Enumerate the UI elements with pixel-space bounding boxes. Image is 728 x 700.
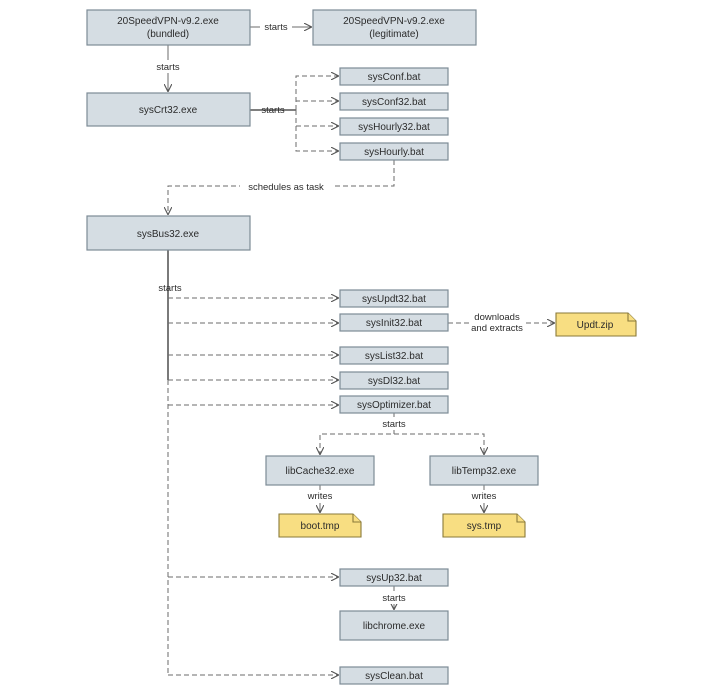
node-syscrt32-label: sysCrt32.exe: [139, 105, 198, 116]
node-sysupdt32-label: sysUpdt32.bat: [362, 294, 426, 305]
node-sysconf: sysConf.bat: [339, 67, 449, 86]
node-boot-tmp-label: boot.tmp: [301, 521, 340, 532]
node-vpn-bundled-tag: (bundled): [147, 29, 189, 40]
node-sysconf-label: sysConf.bat: [368, 72, 421, 83]
node-sysdl32-label: sysDl32.bat: [368, 376, 420, 387]
node-sysclean-label: sysClean.bat: [365, 671, 423, 682]
label-and-extracts: and extracts: [471, 323, 523, 334]
node-sysoptimizer-label: sysOptimizer.bat: [357, 400, 431, 411]
label-starts-4: starts: [158, 283, 181, 294]
label-writes-2: writes: [471, 491, 497, 502]
node-sysbus32-label: sysBus32.exe: [137, 229, 200, 240]
node-libtemp32-label: libTemp32.exe: [452, 466, 517, 477]
node-sysconf32-label: sysConf32.bat: [362, 97, 426, 108]
edge-syscrt32-to-syshourly32: [295, 110, 338, 126]
node-libchrome: libchrome.exe: [339, 610, 449, 641]
label-starts-3: starts: [261, 105, 284, 116]
edge-labels: starts starts starts schedules as task s…: [152, 20, 523, 604]
label-writes-1: writes: [307, 491, 333, 502]
node-updt-zip-label: Updt.zip: [577, 320, 614, 331]
label-starts-5: starts: [382, 419, 405, 430]
node-sys-tmp-label: sys.tmp: [467, 521, 502, 532]
node-vpn-bundled-name: 20SpeedVPN-v9.2.exe: [117, 16, 219, 27]
label-starts-2: starts: [156, 62, 179, 73]
node-sys-tmp: sys.tmp: [442, 513, 526, 538]
node-libcache32: libCache32.exe: [265, 455, 375, 486]
node-sysdl32: sysDl32.bat: [339, 371, 449, 390]
node-updt-zip: Updt.zip: [555, 312, 637, 337]
node-libtemp32: libTemp32.exe: [429, 455, 539, 486]
node-syshourly: sysHourly.bat: [339, 142, 449, 161]
edge-syscrt32-to-syshourly: [295, 110, 338, 151]
node-sysconf32: sysConf32.bat: [339, 92, 449, 111]
edges: [168, 27, 554, 675]
node-syshourly32: sysHourly32.bat: [339, 117, 449, 136]
edge-syscrt32-to-sysconf: [295, 76, 338, 110]
node-sysup32: sysUp32.bat: [339, 568, 449, 587]
node-vpn-bundled: 20SpeedVPN-v9.2.exe (bundled): [86, 9, 251, 46]
node-sysinit32: sysInit32.bat: [339, 313, 449, 332]
node-sysbus32: sysBus32.exe: [86, 215, 251, 251]
node-syslist32-label: sysList32.bat: [365, 351, 424, 362]
node-libcache32-label: libCache32.exe: [286, 466, 355, 477]
node-vpn-legit-name: 20SpeedVPN-v9.2.exe: [343, 16, 445, 27]
node-syscrt32: sysCrt32.exe: [86, 92, 251, 127]
label-starts-1: starts: [264, 22, 287, 33]
label-starts-6: starts: [382, 593, 405, 604]
node-syshourly32-label: sysHourly32.bat: [358, 122, 430, 133]
node-syshourly-label: sysHourly.bat: [364, 147, 424, 158]
node-vpn-legit-tag: (legitimate): [369, 29, 418, 40]
label-downloads: downloads: [474, 312, 520, 323]
edge-sysoptimizer-to-libtemp32: [394, 433, 484, 454]
edge-syscrt32-to-sysconf32: [295, 101, 338, 110]
node-sysup32-label: sysUp32.bat: [366, 573, 422, 584]
node-sysoptimizer: sysOptimizer.bat: [339, 395, 449, 414]
node-sysclean: sysClean.bat: [339, 666, 449, 685]
node-libchrome-label: libchrome.exe: [363, 621, 426, 632]
node-boot-tmp: boot.tmp: [278, 513, 362, 538]
node-vpn-legit: 20SpeedVPN-v9.2.exe (legitimate): [312, 9, 477, 46]
node-syslist32: sysList32.bat: [339, 346, 449, 365]
node-sysinit32-label: sysInit32.bat: [366, 318, 422, 329]
node-sysupdt32: sysUpdt32.bat: [339, 289, 449, 308]
label-schedules-as-task: schedules as task: [248, 182, 324, 193]
